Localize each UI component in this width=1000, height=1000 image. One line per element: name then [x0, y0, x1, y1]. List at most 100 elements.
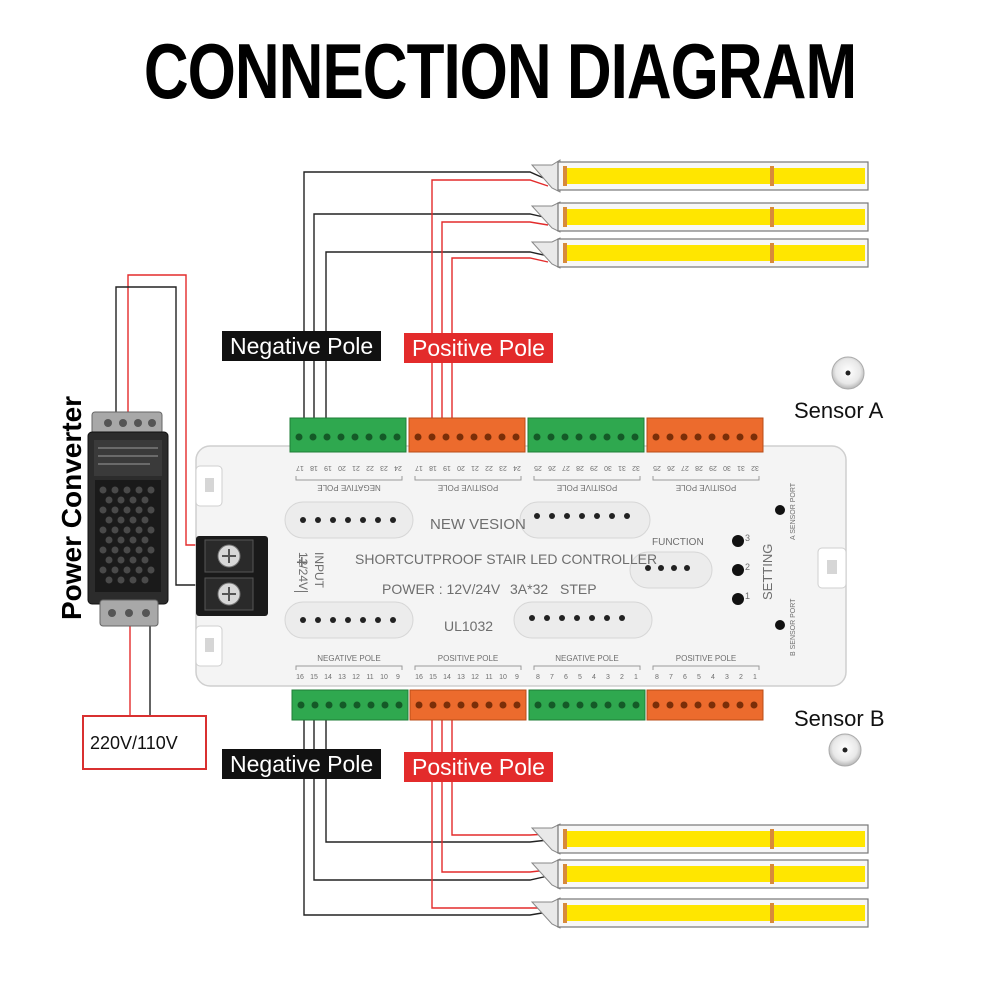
bottom-terminal-number-2-2: 15: [429, 674, 437, 681]
top-terminal-number-1-7: 23: [380, 464, 388, 471]
bottom-pole-label-2: POSITIVE POLE: [437, 654, 499, 663]
pole-brackets: [295, 476, 760, 670]
top-terminal-number-4-2: 26: [667, 464, 675, 471]
negative-pole-label-bottom: Negative Pole: [222, 749, 382, 779]
top-pole-label-3: POSITIVE POLE: [556, 483, 618, 492]
top-terminal-number-4-6: 30: [723, 464, 731, 471]
top-terminal-number-2-8: 24: [513, 464, 521, 471]
bottom-terminal-blocks: [291, 689, 764, 721]
bottom-terminal-number-1-2: 15: [310, 674, 318, 681]
controller-step: STEP: [560, 581, 597, 597]
power-wires: [115, 274, 212, 715]
port-slots: [284, 501, 713, 639]
top-terminal-number-1-2: 18: [310, 464, 318, 471]
sensor-b-icon: [828, 733, 862, 767]
bottom-terminal-number-2-3: 14: [443, 674, 451, 681]
bottom-terminal-number-3-3: 6: [564, 674, 568, 681]
bottom-terminal-number-2-5: 12: [471, 674, 479, 681]
input-terminal: [196, 536, 268, 616]
led-strip-4: [530, 823, 869, 855]
a-sensor-port-label: A SENSOR PORT: [790, 482, 797, 540]
bottom-terminal-number-3-4: 5: [578, 674, 582, 681]
top-pole-label-1: NEGATIVE POLE: [317, 483, 381, 492]
bottom-terminal-number-3-2: 7: [550, 674, 554, 681]
bottom-terminal-number-2-8: 9: [515, 674, 519, 681]
negative-pole-label-top: Negative Pole: [222, 331, 382, 361]
b-sensor-port-label: B SENSOR PORT: [790, 598, 797, 656]
bottom-terminal-number-4-2: 7: [669, 674, 673, 681]
top-terminal-number-1-3: 19: [324, 464, 332, 471]
top-terminal-number-1-5: 21: [352, 464, 360, 471]
controller-new-version: NEW VESION: [430, 516, 526, 533]
top-terminal-number-4-7: 31: [737, 464, 745, 471]
top-terminal-number-4-1: 25: [653, 464, 661, 471]
top-terminal-number-4-3: 27: [681, 464, 689, 471]
top-terminal-number-3-8: 32: [632, 464, 640, 471]
top-pole-label-4: POSITIVE POLE: [675, 483, 737, 492]
bottom-wires: [303, 718, 549, 916]
led-strip-5: [530, 858, 869, 890]
positive-pole-label-top: Positive Pole: [404, 333, 553, 363]
top-pole-label-2: POSITIVE POLE: [437, 483, 499, 492]
top-terminal-number-3-2: 26: [548, 464, 556, 471]
sensor-a-label: Sensor A: [794, 398, 884, 423]
bottom-terminal-number-1-6: 11: [366, 674, 374, 681]
input-minus-sign: —: [294, 582, 308, 598]
top-terminal-number-2-5: 21: [471, 464, 479, 471]
setting-button-1-label: 1: [745, 591, 751, 601]
bottom-terminal-number-1-5: 12: [352, 674, 360, 681]
top-terminal-number-1-6: 22: [366, 464, 374, 471]
bottom-pole-label-4: POSITIVE POLE: [675, 654, 737, 663]
bottom-terminal-number-4-7: 2: [739, 674, 743, 681]
bottom-terminal-number-4-3: 6: [683, 674, 687, 681]
top-terminal-number-2-2: 18: [429, 464, 437, 471]
mains-box: [82, 715, 207, 770]
top-terminal-number-4-5: 29: [709, 464, 717, 471]
top-terminal-number-1-1: 17: [296, 464, 304, 471]
top-terminal-number-4-8: 32: [751, 464, 759, 471]
top-terminal-number-3-6: 30: [604, 464, 612, 471]
setting-button-2-label: 2: [745, 562, 751, 572]
controller-setting-label: SETTING: [760, 543, 775, 600]
setting-button-3-label: 3: [745, 533, 751, 543]
bottom-terminal-number-4-5: 4: [711, 674, 715, 681]
top-terminal-blocks: [289, 417, 764, 453]
controller-power: POWER : 12V/24V: [382, 581, 501, 597]
bottom-terminal-number-1-7: 10: [380, 674, 388, 681]
top-wires: [303, 171, 549, 418]
bottom-terminal-number-3-7: 2: [620, 674, 624, 681]
top-terminal-number-3-3: 27: [562, 464, 570, 471]
mains-voltage-label: 220V/110V: [90, 733, 178, 754]
top-terminal-number-2-4: 20: [457, 464, 465, 471]
bottom-terminal-number-3-5: 4: [592, 674, 596, 681]
controller-function: FUNCTION: [652, 537, 704, 548]
bottom-terminal-number-2-1: 16: [415, 674, 423, 681]
bottom-terminal-number-3-1: 8: [536, 674, 540, 681]
top-terminal-number-3-5: 29: [590, 464, 598, 471]
top-terminal-number-2-1: 17: [415, 464, 423, 471]
bottom-terminal-number-3-6: 3: [606, 674, 610, 681]
setting-buttons: [732, 505, 785, 630]
top-terminal-number-3-4: 28: [576, 464, 584, 471]
top-terminal-number-4-4: 28: [695, 464, 703, 471]
positive-pole-label-bottom: Positive Pole: [404, 752, 553, 782]
top-terminal-number-1-4: 20: [338, 464, 346, 471]
bottom-terminal-number-1-8: 9: [396, 674, 400, 681]
bottom-terminal-number-4-1: 8: [655, 674, 659, 681]
top-terminal-number-2-6: 22: [485, 464, 493, 471]
bottom-terminal-number-4-8: 1: [753, 674, 757, 681]
sensor-a-icon: [831, 356, 865, 390]
controller-model: UL1032: [444, 618, 494, 634]
led-strip-3: [530, 237, 869, 269]
top-terminal-number-3-7: 31: [618, 464, 626, 471]
bottom-terminal-number-2-4: 13: [457, 674, 465, 681]
top-terminal-number-1-8: 24: [394, 464, 402, 471]
bottom-pole-label-1: NEGATIVE POLE: [317, 654, 381, 663]
page-title: CONNECTION DIAGRAM: [143, 29, 857, 116]
top-terminal-number-3-1: 25: [534, 464, 542, 471]
top-terminal-number-2-7: 23: [499, 464, 507, 471]
power-converter-label: Power Converter: [56, 395, 87, 620]
top-terminal-number-2-3: 19: [443, 464, 451, 471]
controller-input-voltage: 12/24V: [296, 552, 310, 591]
